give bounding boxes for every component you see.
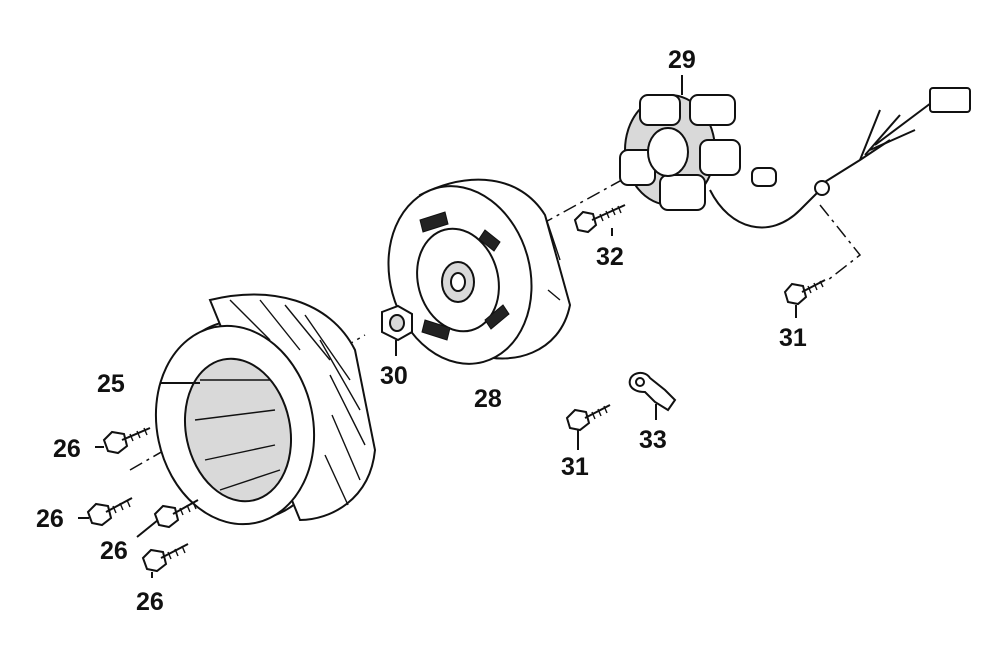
callout-28: 28 xyxy=(474,385,502,413)
leader-lines xyxy=(78,75,797,578)
callout-33: 33 xyxy=(639,426,667,454)
bolt-part-32 xyxy=(573,204,626,234)
flywheel-nut-part-30 xyxy=(381,304,413,342)
callout-32: 32 xyxy=(596,243,624,271)
bolt-part-26-c xyxy=(153,499,199,529)
bolt-part-26-d xyxy=(141,543,189,573)
callout-29: 29 xyxy=(668,46,696,74)
bracket-part-33 xyxy=(628,372,677,412)
bolt-part-26-b xyxy=(86,497,133,527)
bolt-part-31-upper xyxy=(783,279,826,306)
callout-26-d: 26 xyxy=(136,588,164,616)
callout-31-upper: 31 xyxy=(779,324,807,352)
bolt-part-31-lower xyxy=(565,404,611,432)
callout-31-lower: 31 xyxy=(561,453,589,481)
callout-26-b: 26 xyxy=(36,505,64,533)
cooling-fan-part-25 xyxy=(154,293,377,526)
stator-part-29 xyxy=(619,87,971,229)
bolt-part-26-a xyxy=(102,427,151,455)
callout-26-a: 26 xyxy=(53,435,81,463)
callout-26-c: 26 xyxy=(100,537,128,565)
callout-25: 25 xyxy=(97,370,125,398)
callout-30: 30 xyxy=(380,362,408,390)
flywheel-rotor-part-28 xyxy=(387,178,572,365)
